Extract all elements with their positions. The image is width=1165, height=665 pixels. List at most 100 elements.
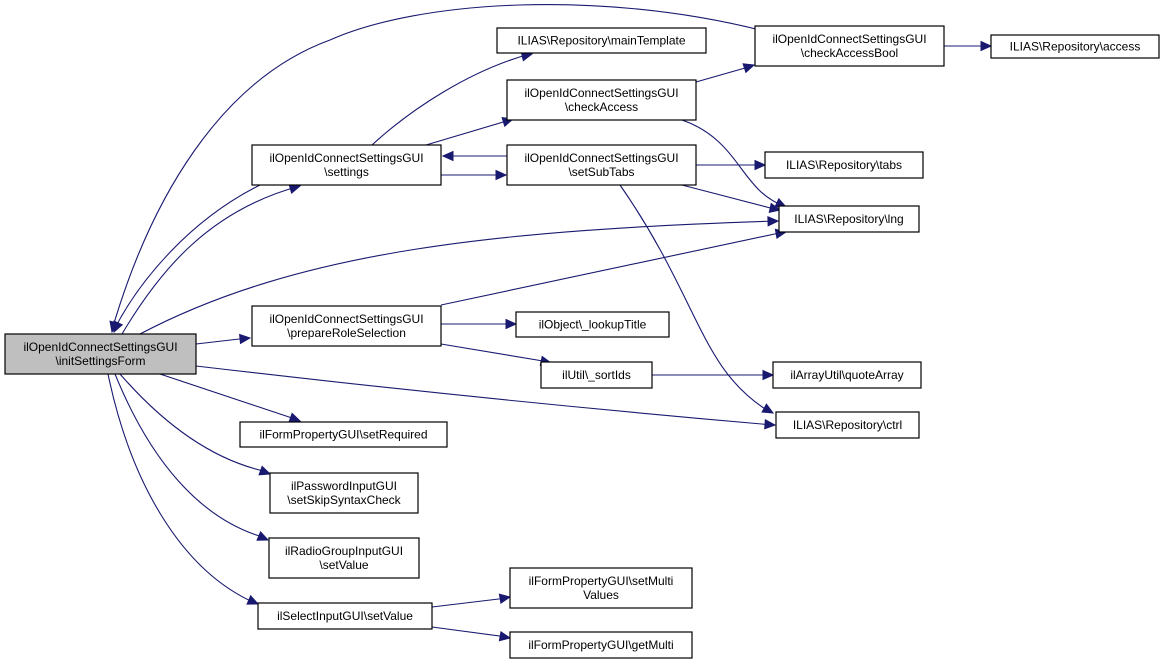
node-lng[interactable]: ILIAS\Repository\lng — [778, 205, 920, 233]
node-initSettingsForm[interactable]: ilOpenIdConnectSettingsGUI\initSettingsF… — [4, 333, 197, 375]
arrowhead-icon — [767, 216, 780, 227]
edge-settings-to-initSettingsForm — [113, 184, 261, 334]
node-box — [509, 567, 693, 609]
node-box — [257, 602, 433, 630]
arrowhead-icon — [980, 40, 993, 52]
node-box — [496, 27, 707, 54]
edge-initSettingsForm-to-lng — [139, 216, 780, 335]
node-label: ILIAS\Repository\access — [1010, 40, 1141, 54]
node-setSubTabs[interactable]: ilOpenIdConnectSettingsGUI\setSubTabs — [506, 144, 697, 186]
node-label: \checkAccess — [565, 100, 638, 114]
edge-settings-to-checkAccess — [425, 117, 515, 146]
edge-line — [440, 343, 550, 363]
arrowhead-icon — [762, 369, 775, 381]
node-quoteArray[interactable]: ilArrayUtil\quoteArray — [772, 361, 922, 389]
node-label: Values — [583, 588, 619, 602]
edge-checkAccess-to-checkAccessBool — [695, 63, 756, 83]
node-box — [775, 411, 920, 439]
node-label: ilFormPropertyGUI\setMulti — [529, 574, 674, 588]
node-box — [251, 144, 442, 186]
node-label: ilFormPropertyGUI\getMulti — [528, 638, 673, 652]
node-label: ilOpenIdConnectSettingsGUI — [269, 151, 423, 165]
node-box — [239, 421, 448, 448]
node-label: ilRadioGroupInputGUI — [285, 544, 403, 558]
node-lookupTitle[interactable]: ilObject\_lookupTitle — [515, 311, 670, 338]
node-setRequired[interactable]: ilFormPropertyGUI\setRequired — [239, 421, 448, 448]
node-label: \initSettingsForm — [55, 354, 145, 368]
edge-line — [619, 184, 771, 413]
arrowhead-icon — [288, 412, 302, 423]
arrowhead-icon — [239, 333, 252, 345]
node-selectSetValue[interactable]: ilSelectInputGUI\setValue — [257, 602, 433, 630]
node-box — [269, 472, 419, 514]
node-label: ILIAS\Repository\lng — [794, 212, 903, 226]
node-getMulti[interactable]: ilFormPropertyGUI\getMulti — [509, 631, 693, 659]
node-ctrl[interactable]: ILIAS\Repository\ctrl — [775, 411, 920, 439]
node-box — [754, 25, 945, 67]
edge-prepareRoleSelection-to-lookupTitle — [441, 318, 518, 330]
node-label: ilArrayUtil\quoteArray — [790, 368, 903, 382]
edges-layer — [107, 4, 993, 642]
node-box — [4, 333, 197, 375]
arrowhead-icon — [495, 169, 508, 181]
node-checkAccess[interactable]: ilOpenIdConnectSettingsGUI\checkAccess — [506, 79, 697, 121]
node-box — [251, 305, 442, 347]
arrowhead-icon — [761, 403, 775, 414]
node-tabs[interactable]: ILIAS\Repository\tabs — [764, 151, 924, 179]
node-radioSetValue[interactable]: ilRadioGroupInputGUI\setValue — [268, 537, 420, 579]
arrowhead-icon — [768, 202, 782, 213]
edge-setSubTabs-to-tabs — [696, 159, 767, 171]
node-label: ilPasswordInputGUI — [291, 479, 397, 493]
node-label: ilOpenIdConnectSettingsGUI — [772, 32, 926, 46]
edge-selectSetValue-to-getMulti — [431, 626, 512, 642]
node-label: ILIAS\Repository\tabs — [786, 158, 902, 172]
node-setSkipSyntaxCheck[interactable]: ilPasswordInputGUI\setSkipSyntaxCheck — [269, 472, 419, 514]
edge-settings-to-setSubTabs — [441, 169, 508, 181]
edge-initSettingsForm-to-ctrl — [195, 365, 777, 430]
edge-setSubTabs-to-ctrl — [619, 184, 775, 414]
node-label: \checkAccessBool — [801, 46, 898, 60]
edge-initSettingsForm-to-selectSetValue — [107, 373, 260, 605]
node-label: \prepareRoleSelection — [287, 326, 406, 340]
node-label: \setValue — [319, 558, 368, 572]
node-prepareRoleSelection[interactable]: ilOpenIdConnectSettingsGUI\prepareRoleSe… — [251, 305, 442, 347]
edge-line — [119, 373, 269, 473]
node-label: \setSubTabs — [568, 165, 634, 179]
node-box — [506, 79, 697, 121]
edge-line — [159, 373, 299, 421]
node-label: ilOpenIdConnectSettingsGUI — [23, 340, 177, 354]
node-label: ilFormPropertyGUI\setRequired — [259, 428, 427, 442]
node-sortIds[interactable]: ilUtil\_sortIds — [540, 361, 653, 389]
arrowhead-icon — [764, 418, 777, 430]
node-access[interactable]: ILIAS\Repository\access — [990, 34, 1160, 59]
node-box — [506, 144, 697, 186]
arrowhead-icon — [246, 594, 260, 605]
edge-line — [440, 231, 785, 306]
arrowhead-icon — [109, 320, 120, 334]
node-settings[interactable]: ilOpenIdConnectSettingsGUI\settings — [251, 144, 442, 186]
node-box — [540, 361, 653, 389]
node-label: \settings — [324, 165, 369, 179]
node-mainTemplate[interactable]: ILIAS\Repository\mainTemplate — [496, 27, 707, 54]
node-label: ilUtil\_sortIds — [562, 368, 631, 382]
edge-line — [114, 184, 261, 329]
edge-line — [111, 4, 761, 331]
node-label: ilObject\_lookupTitle — [539, 318, 647, 332]
edge-line — [431, 597, 508, 608]
edge-initSettingsForm-to-setSkipSyntaxCheck — [119, 373, 272, 476]
arrowhead-icon — [498, 593, 512, 604]
node-box — [764, 151, 924, 179]
edge-line — [431, 626, 508, 638]
arrowhead-icon — [441, 150, 454, 162]
arrowhead-icon — [754, 159, 767, 171]
nodes-layer: ilOpenIdConnectSettingsGUI\initSettingsF… — [4, 25, 1160, 659]
node-checkAccessBool[interactable]: ilOpenIdConnectSettingsGUI\checkAccessBo… — [754, 25, 945, 67]
node-label: ILIAS\Repository\ctrl — [793, 418, 902, 432]
edge-line — [195, 365, 774, 426]
edge-line — [681, 184, 779, 211]
edge-prepareRoleSelection-to-lng — [440, 228, 788, 306]
arrowhead-icon — [742, 63, 756, 74]
node-label: ILIAS\Repository\mainTemplate — [517, 34, 685, 48]
